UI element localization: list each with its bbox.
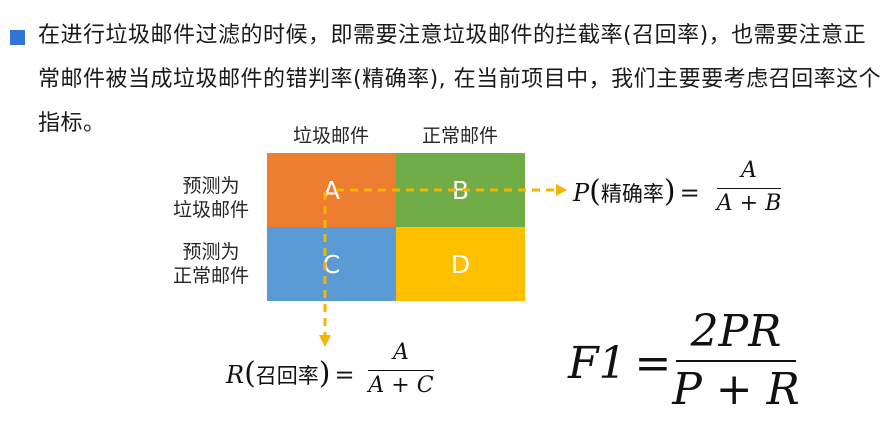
equals-sign: = xyxy=(679,179,700,207)
matrix-cell-a: A xyxy=(267,153,396,227)
equals-sign: = xyxy=(634,338,672,389)
precision-lhs: P(精确率)= xyxy=(573,174,700,209)
precision-label: 精确率 xyxy=(600,182,664,206)
precision-formula: P(精确率)= A A + B xyxy=(573,160,783,230)
recall-denominator: A + C xyxy=(368,373,434,398)
precision-symbol: P xyxy=(573,179,590,207)
row-header-pred-spam: 预测为 垃圾邮件 xyxy=(156,174,266,222)
recall-numerator: A xyxy=(393,340,409,365)
fraction-bar xyxy=(717,188,781,189)
precision-numerator: A xyxy=(741,158,757,183)
recall-fraction: A A + C xyxy=(368,342,434,397)
intro-paragraph: 在进行垃圾邮件过滤的时候，即需要注意垃圾邮件的拦截率(召回率)，也需要注意正常邮… xyxy=(38,23,882,136)
row-header-pred-normal: 预测为 正常邮件 xyxy=(156,240,266,288)
row-header-line: 预测为 xyxy=(182,175,240,197)
f1-lhs: F1= xyxy=(568,338,671,389)
recall-label: 召回率 xyxy=(255,364,319,388)
row-header-line: 垃圾邮件 xyxy=(172,199,249,221)
f1-formula: F1= 2PR P + R xyxy=(568,310,818,420)
paren-open: ( xyxy=(589,174,601,209)
recall-symbol: R xyxy=(226,361,245,389)
paren-close: ) xyxy=(318,356,331,391)
matrix-cell-c: C xyxy=(267,227,396,301)
fraction-bar xyxy=(676,360,796,362)
paren-close: ) xyxy=(663,174,676,209)
matrix-cell-d: D xyxy=(396,227,525,301)
matrix-cell-b: B xyxy=(396,153,525,227)
paren-open: ( xyxy=(244,356,256,391)
row-header-line: 正常邮件 xyxy=(172,265,249,287)
row-header-line: 预测为 xyxy=(182,241,240,263)
f1-denominator: P + R xyxy=(672,364,800,415)
recall-formula: R(召回率)= A A + C xyxy=(226,342,446,412)
recall-lhs: R(召回率)= xyxy=(226,356,355,391)
f1-fraction: 2PR P + R xyxy=(672,306,800,412)
precision-fraction: A A + B xyxy=(717,160,781,215)
col-header-spam: 垃圾邮件 xyxy=(292,125,369,147)
recall-arrow-head xyxy=(319,335,331,347)
precision-arrow-head xyxy=(556,184,567,196)
bullet-square-icon xyxy=(10,30,25,45)
col-header-normal: 正常邮件 xyxy=(421,125,498,147)
f1-symbol: F1 xyxy=(568,338,627,389)
equals-sign: = xyxy=(334,361,355,389)
fraction-bar xyxy=(368,370,434,371)
f1-numerator: 2PR xyxy=(690,306,782,357)
precision-denominator: A + B xyxy=(716,191,782,216)
